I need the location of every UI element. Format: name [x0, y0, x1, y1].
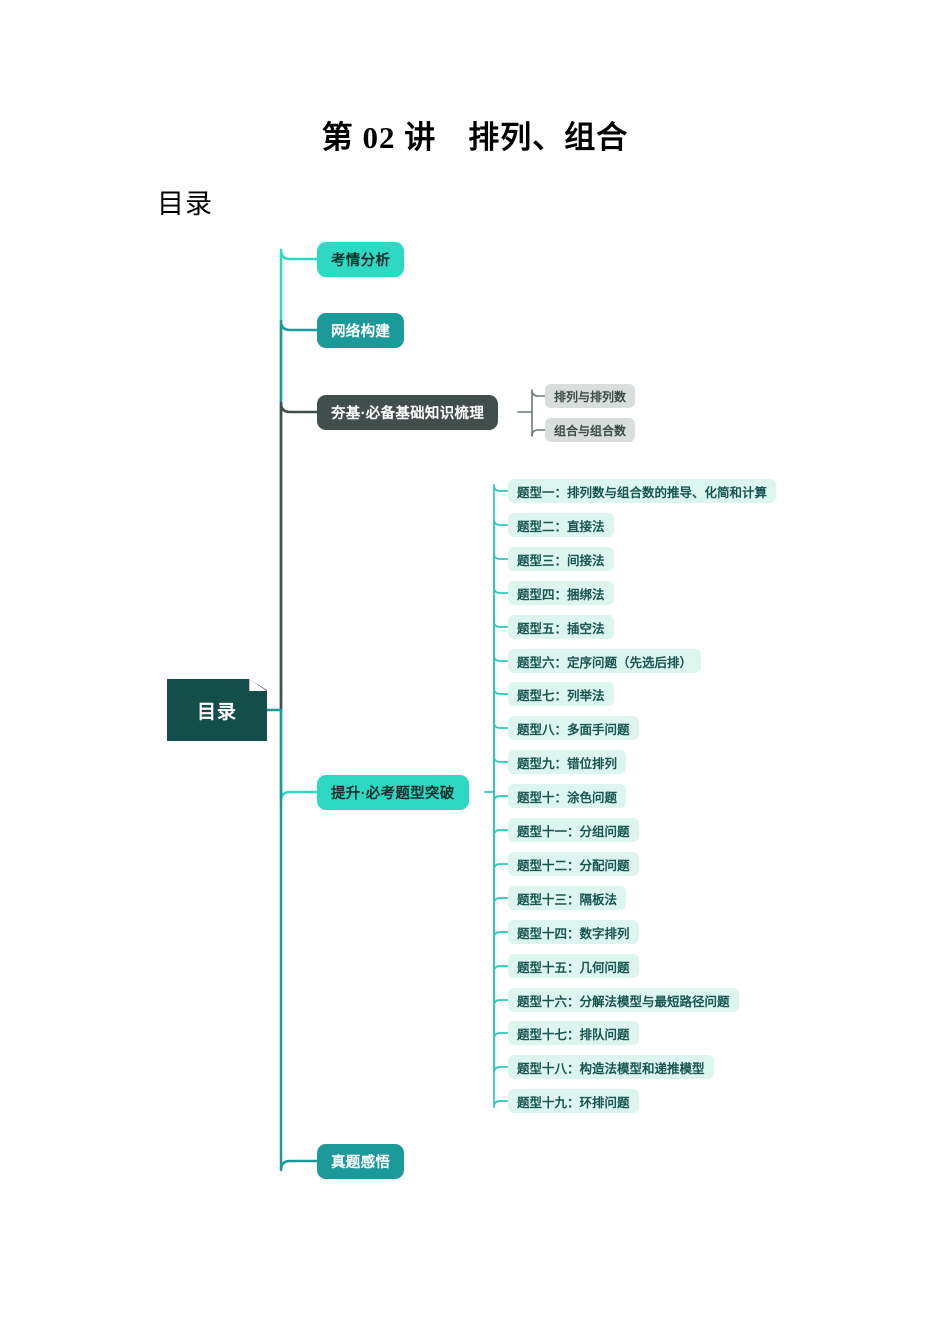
- branch-node-tisheng[interactable]: 提升·必考题型突破: [317, 774, 469, 810]
- page-subtitle: 目录: [157, 189, 213, 219]
- topic-item-label: 题型十：涂色问题: [517, 790, 618, 805]
- topic-item-label: 题型十八：构造法模型和递推模型: [517, 1061, 705, 1076]
- branch-node-zhenti[interactable]: 真题感悟: [317, 1143, 405, 1179]
- topic-item-19[interactable]: 题型十九：环排问题: [508, 1089, 639, 1113]
- page-title: 第 02 讲 排列、组合: [321, 120, 629, 155]
- branch-node-label: 夯基·必备基础知识梳理: [331, 405, 485, 422]
- sub-node-label: 组合与组合数: [554, 423, 627, 438]
- sub-node-label: 排列与排列数: [554, 389, 627, 404]
- topic-item-11[interactable]: 题型十一：分组问题: [508, 818, 639, 842]
- topic-item-label: 题型十七：排队问题: [517, 1027, 630, 1042]
- topic-item-label: 题型八：多面手问题: [517, 722, 630, 737]
- branch-node-hangji[interactable]: 夯基·必备基础知识梳理: [317, 394, 499, 430]
- topic-item-16[interactable]: 题型十六：分解法模型与最短路径问题: [508, 988, 739, 1012]
- branch-node-label: 提升·必考题型突破: [331, 785, 455, 802]
- sub-node-hangji-1[interactable]: 排列与排列数: [545, 384, 636, 408]
- topic-item-label: 题型一：排列数与组合数的推导、化简和计算: [517, 485, 768, 500]
- branch-node-label: 网络构建: [331, 323, 391, 340]
- topic-item-label: 题型十六：分解法模型与最短路径问题: [517, 994, 730, 1009]
- topic-item-5[interactable]: 题型五：插空法: [508, 615, 614, 639]
- branch-node-kaoqing[interactable]: 考情分析: [317, 241, 405, 277]
- branch-node-label: 真题感悟: [331, 1154, 391, 1171]
- topic-item-label: 题型二：直接法: [517, 519, 605, 534]
- topic-item-9[interactable]: 题型九：错位排列: [508, 750, 627, 774]
- topic-item-label: 题型七：列举法: [517, 688, 605, 703]
- topic-item-12[interactable]: 题型十二：分配问题: [508, 852, 639, 876]
- topic-item-8[interactable]: 题型八：多面手问题: [508, 716, 639, 740]
- topic-item-7[interactable]: 题型七：列举法: [508, 682, 614, 706]
- topic-item-17[interactable]: 题型十七：排队问题: [508, 1021, 639, 1045]
- topic-item-13[interactable]: 题型十三：隔板法: [508, 886, 627, 910]
- topic-item-1[interactable]: 题型一：排列数与组合数的推导、化简和计算: [508, 479, 777, 503]
- topic-item-label: 题型十三：隔板法: [517, 892, 618, 907]
- topic-item-label: 题型四：捆绑法: [517, 587, 605, 602]
- topic-item-label: 题型九：错位排列: [517, 756, 618, 771]
- topic-item-label: 题型十五：几何问题: [517, 960, 630, 975]
- topic-item-2[interactable]: 题型二：直接法: [508, 513, 614, 537]
- topic-item-4[interactable]: 题型四：捆绑法: [508, 581, 614, 605]
- topic-item-label: 题型十一：分组问题: [517, 824, 630, 839]
- branch-node-wangluo[interactable]: 网络构建: [317, 312, 405, 348]
- topic-item-10[interactable]: 题型十：涂色问题: [508, 784, 627, 808]
- root-node-label: 目录: [196, 701, 237, 723]
- root-node-contents[interactable]: 目录: [167, 679, 267, 741]
- topic-item-label: 题型十九：环排问题: [517, 1095, 630, 1110]
- topic-item-label: 题型五：插空法: [517, 621, 605, 636]
- topic-item-14[interactable]: 题型十四：数字排列: [508, 920, 639, 944]
- topic-item-3[interactable]: 题型三：间接法: [508, 547, 614, 571]
- topic-item-label: 题型三：间接法: [517, 553, 605, 568]
- topic-item-18[interactable]: 题型十八：构造法模型和递推模型: [508, 1055, 714, 1079]
- topic-item-label: 题型六：定序问题（先选后排）: [517, 655, 693, 670]
- topic-item-6[interactable]: 题型六：定序问题（先选后排）: [508, 649, 702, 673]
- topic-item-15[interactable]: 题型十五：几何问题: [508, 954, 639, 978]
- topic-item-label: 题型十四：数字排列: [517, 926, 630, 941]
- sub-node-hangji-2[interactable]: 组合与组合数: [545, 418, 636, 442]
- topic-item-label: 题型十二：分配问题: [517, 858, 630, 873]
- branch-node-label: 考情分析: [331, 252, 391, 269]
